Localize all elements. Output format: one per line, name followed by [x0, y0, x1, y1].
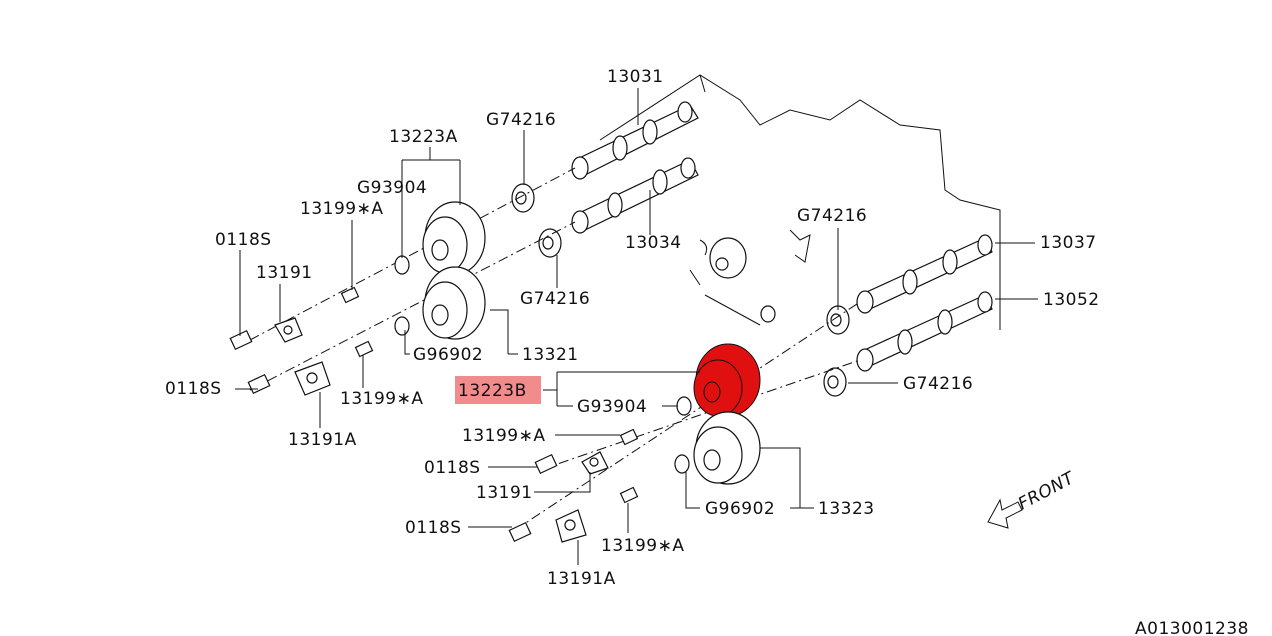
label-g93904[interactable]: G93904 [357, 178, 427, 198]
label-13199a[interactable]: 13199∗A [340, 389, 423, 409]
o-ring-g93904-b[interactable] [676, 396, 692, 416]
cylinder-head-outline [599, 74, 1001, 330]
tensioner-parts [689, 229, 811, 326]
label-13031[interactable]: 13031 [607, 67, 664, 87]
label-g74216[interactable]: G74216 [520, 289, 590, 309]
highlight-box [455, 376, 541, 404]
label-13223b-highlighted[interactable]: 13223B [458, 381, 527, 401]
label-g93904[interactable]: G93904 [577, 397, 647, 417]
front-arrow: FRONT [987, 468, 1079, 529]
label-13191[interactable]: 13191 [476, 483, 533, 503]
label-13037[interactable]: 13037 [1040, 233, 1097, 253]
oil-seal-g74216-c[interactable] [826, 305, 850, 335]
plate-13191a-a[interactable] [294, 361, 331, 396]
label-0118s[interactable]: 0118S [165, 379, 222, 399]
o-ring-g93904-a[interactable] [394, 255, 410, 275]
label-13321[interactable]: 13321 [522, 345, 579, 365]
camshaft-13034[interactable] [571, 157, 699, 234]
cam-sprocket-13321[interactable] [422, 266, 486, 340]
label-13034[interactable]: 13034 [625, 233, 682, 253]
label-13191a[interactable]: 13191A [288, 430, 357, 450]
label-g74216[interactable]: G74216 [486, 110, 556, 130]
label-13199a[interactable]: 13199∗A [300, 199, 383, 219]
plate-13191a-b[interactable] [555, 509, 587, 543]
camshaft-13052[interactable] [856, 291, 993, 372]
label-13191[interactable]: 13191 [256, 263, 313, 283]
oil-seal-g74216-a[interactable] [511, 183, 535, 213]
label-13223a[interactable]: 13223A [389, 127, 458, 147]
leader-lines [235, 88, 1038, 565]
label-g74216[interactable]: G74216 [903, 374, 973, 394]
cam-sprocket-13323[interactable] [693, 411, 761, 485]
oil-seal-g74216-d[interactable] [823, 367, 847, 397]
label-g96902[interactable]: G96902 [413, 345, 483, 365]
plate-13191-a[interactable] [274, 317, 303, 343]
label-0118s[interactable]: 0118S [215, 230, 272, 250]
plate-13191-b[interactable] [581, 451, 609, 475]
diagram-id: A013001238 [1135, 619, 1249, 636]
label-g74216[interactable]: G74216 [797, 206, 867, 226]
label-13052[interactable]: 13052 [1043, 290, 1100, 310]
camshaft-13037[interactable] [856, 234, 993, 314]
label-13199a[interactable]: 13199∗A [462, 426, 545, 446]
o-ring-g96902-b[interactable] [674, 454, 690, 474]
camshaft-13031[interactable] [571, 101, 699, 180]
front-label: FRONT [1015, 468, 1079, 515]
cam-sprocket-13223a[interactable] [422, 201, 486, 275]
label-13323[interactable]: 13323 [818, 499, 875, 519]
label-13191a[interactable]: 13191A [547, 569, 616, 589]
label-0118s[interactable]: 0118S [424, 458, 481, 478]
label-0118s[interactable]: 0118S [405, 518, 462, 538]
label-13199a[interactable]: 13199∗A [601, 536, 684, 556]
label-g96902[interactable]: G96902 [705, 499, 775, 519]
oil-seal-g74216-b[interactable] [538, 228, 562, 258]
cam-sprocket-13223b[interactable] [693, 343, 761, 417]
o-ring-g96902-a[interactable] [394, 316, 410, 336]
